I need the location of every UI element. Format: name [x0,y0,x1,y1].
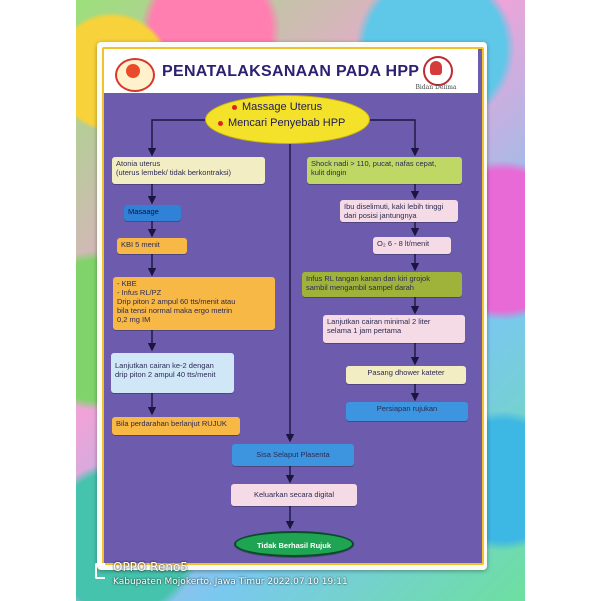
box-kbi: KBI 5 menit [117,238,187,254]
box-cairan: Lanjutkan cairan minimal 2 liter selama … [323,315,465,343]
box-sisa-selaput: Sisa Selaput Plasenta [232,444,354,466]
box-rujukan: Persiapan rujukan [346,402,468,421]
box-lanjutkan: Lanjutkan cairan ke-2 dengan drip piton … [111,353,234,393]
camera-location-label: Kabupaten Mojokerto, Jawa Timur 2022.07.… [113,577,348,587]
camera-watermark-icon [95,563,105,579]
box-keluarkan: Keluarkan secara digital [231,484,357,506]
box-infus: Infus RL tangan kanan dan kiri grojok sa… [302,272,462,297]
box-oksigen: O₂ 6 - 8 lt/menit [373,237,451,254]
final-oval: Tidak Berhasil Rujuk [234,531,354,557]
oval-line-penyebab: Mencari Penyebab HPP [218,117,368,129]
camera-device-label: OPPO Reno5 [113,560,188,574]
start-oval [205,95,370,144]
box-kateter: Pasang dhower kateter [346,366,466,384]
box-kbe: - KBE - Infus RL/PZ Drip piton 2 ampul 6… [113,277,275,330]
bidan-delima-logo [423,56,453,86]
box-selimut: Ibu diselimuti, kaki lebih tinggi dari p… [340,200,458,222]
bullet-icon [232,104,237,110]
box-massage: Masaage [124,205,181,221]
bidan-delima-caption: Bidan Delima [415,84,457,91]
oval-line-massage: Massage Uterus [232,101,382,113]
poster-title: PENATALAKSANAAN PADA HPP [162,63,420,80]
box-shock: Shock nadi > 110, pucat, nafas cepat, ku… [307,157,462,184]
arrow-oval-to-atonia [147,119,205,157]
bullet-icon [218,120,223,126]
box-rujuk: Bila perdarahan berlanjut RUJUK [112,417,240,435]
institution-logo-emblem [126,64,140,78]
poster-header [104,49,478,93]
arrow-oval-to-shock [368,119,420,157]
bidan-delima-emblem [430,61,442,75]
box-atonia: Atonia uterus (uterus lembek/ tidak berk… [112,157,265,184]
